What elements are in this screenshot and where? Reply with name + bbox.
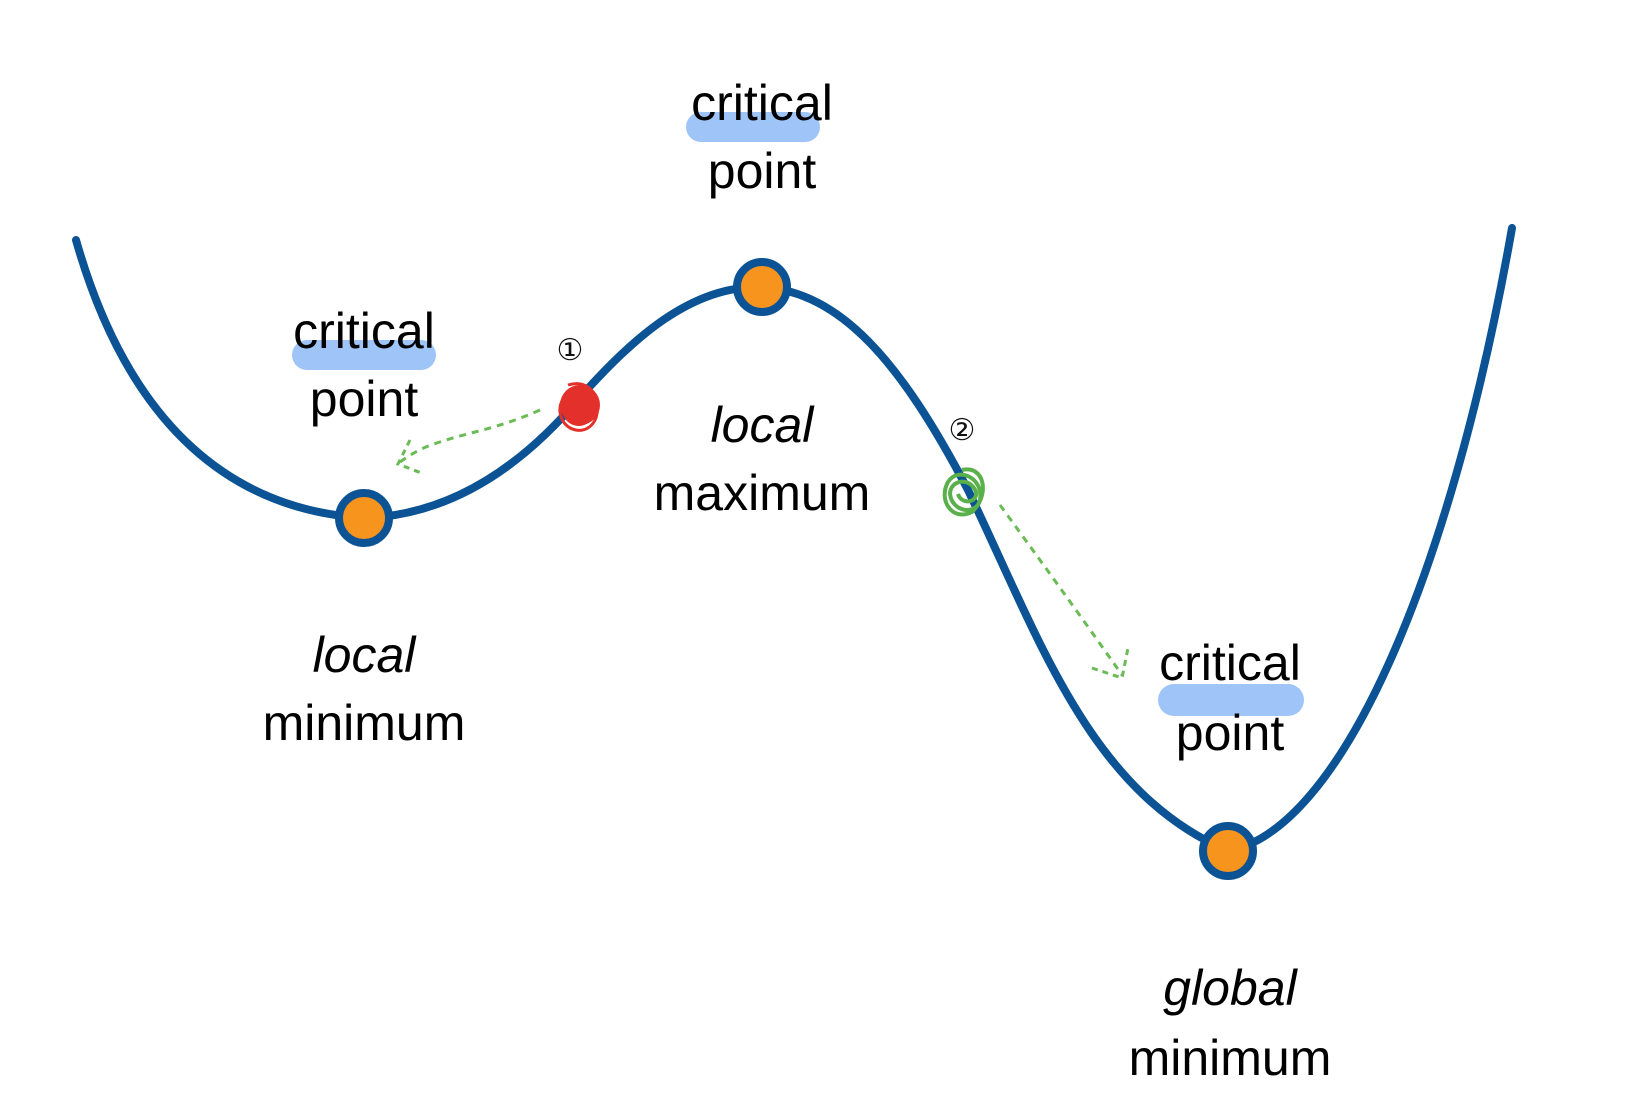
local-minimum-point xyxy=(335,489,393,547)
start-point-2-scribble xyxy=(942,467,985,517)
arrow-2-shaft xyxy=(998,504,1124,676)
step-2-marker: ② xyxy=(949,413,976,448)
arrow-1-shaft xyxy=(399,408,541,464)
dashed-arrow-down-icon xyxy=(998,504,1130,680)
local-max-kind-label: local xyxy=(711,397,816,453)
loss-curve xyxy=(72,224,1516,856)
critical-highlight-local-max xyxy=(686,112,820,142)
local-max-point-label: point xyxy=(708,143,817,199)
local-max-critical-label: critical xyxy=(691,75,833,131)
global-min-critical-label: critical xyxy=(1159,635,1301,691)
step-1-marker: ① xyxy=(557,333,584,368)
arrow-1-head xyxy=(395,439,425,476)
dashed-arrow-left-icon xyxy=(395,408,541,476)
arrow-2-head xyxy=(1091,647,1130,680)
local-min-point-label: point xyxy=(310,371,419,427)
local-max-name-label: maximum xyxy=(654,465,871,521)
global-min-kind-label: global xyxy=(1163,960,1298,1016)
start-point-2-strokes xyxy=(942,467,985,517)
global-min-point-label: point xyxy=(1176,705,1285,761)
critical-highlight-local-min xyxy=(292,340,436,370)
start-point-1-strokes xyxy=(558,382,599,432)
global-minimum-point xyxy=(1199,822,1257,880)
global-min-name-label: minimum xyxy=(1129,1030,1332,1086)
start-point-1-scribble xyxy=(558,382,600,432)
local-min-critical-label: critical xyxy=(293,303,435,359)
critical-highlight-global-min xyxy=(1158,684,1304,716)
local-min-name-label: minimum xyxy=(263,695,466,751)
local-maximum-point xyxy=(733,258,791,316)
local-min-kind-label: local xyxy=(313,627,418,683)
